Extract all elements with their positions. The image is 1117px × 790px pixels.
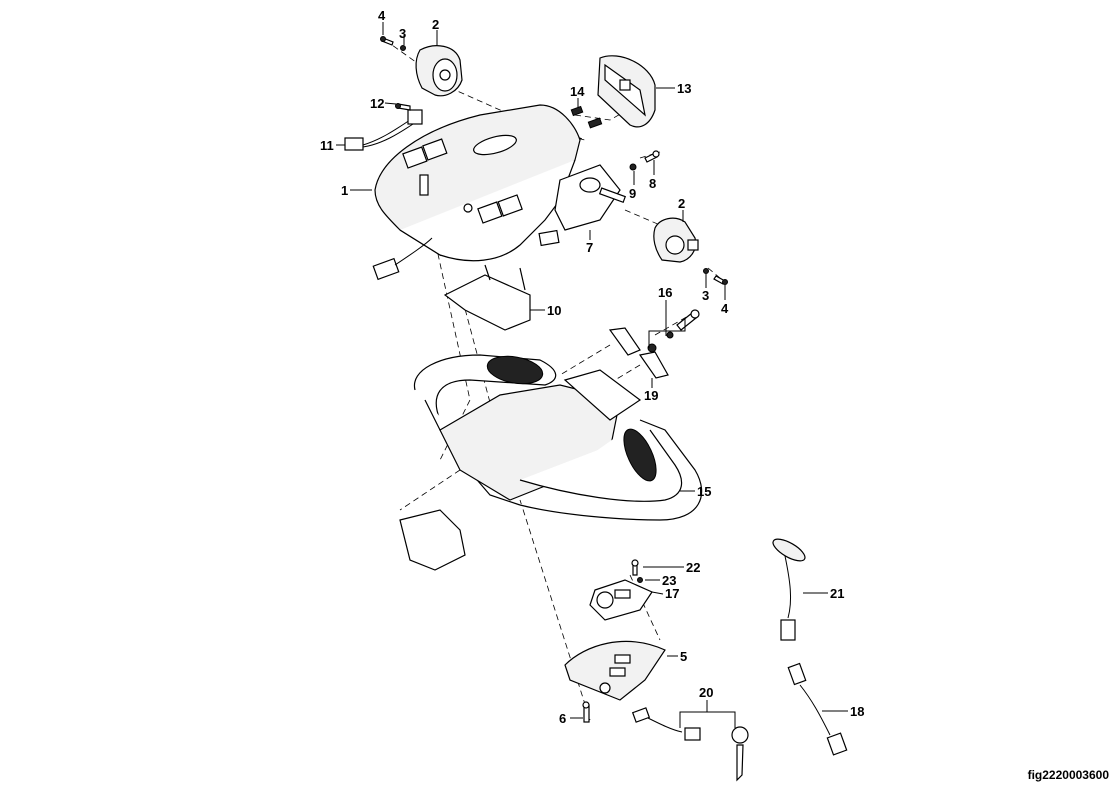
callout-6: 6 <box>559 711 566 726</box>
horn-button-cable[interactable] <box>770 535 808 641</box>
washer-left[interactable] <box>400 45 406 51</box>
callout-7: 7 <box>586 240 593 255</box>
callout-11: 11 <box>320 138 334 153</box>
bottom-cover[interactable] <box>564 640 666 701</box>
callout-4-right: 4 <box>721 301 729 316</box>
callout-15: 15 <box>697 484 711 499</box>
screw-right[interactable] <box>713 275 728 285</box>
springs[interactable] <box>570 105 603 129</box>
callout-2-left: 2 <box>432 17 439 32</box>
callout-12: 12 <box>370 96 384 111</box>
callout-1: 1 <box>341 183 348 198</box>
bracket-screw[interactable] <box>644 150 660 163</box>
handle-frame[interactable] <box>413 352 703 521</box>
callout-8: 8 <box>649 176 656 191</box>
key-switch-assembly[interactable] <box>631 707 749 782</box>
screw-left[interactable] <box>380 36 394 46</box>
switch-tray[interactable] <box>443 264 531 331</box>
callout-9: 9 <box>629 186 636 201</box>
callout-20: 20 <box>699 685 713 700</box>
washer-right[interactable] <box>703 268 709 274</box>
partial-view-cutout <box>399 509 466 571</box>
board-washer[interactable] <box>637 577 643 583</box>
callout-2-right: 2 <box>678 196 685 211</box>
callout-21: 21 <box>830 586 844 601</box>
switch-harness[interactable] <box>344 109 423 151</box>
jumper-cable[interactable] <box>787 662 848 756</box>
circuit-board[interactable] <box>589 579 653 621</box>
callout-17: 17 <box>665 586 679 601</box>
callout-16: 16 <box>658 285 672 300</box>
callout-18: 18 <box>850 704 864 719</box>
callout-3-right: 3 <box>702 288 709 303</box>
callout-3-left: 3 <box>399 26 406 41</box>
housing-harness-connector <box>372 237 433 281</box>
rotary-thumb-control-right[interactable] <box>653 217 699 263</box>
bracket-washer[interactable] <box>629 163 637 171</box>
pivot-bolt-kit[interactable] <box>647 309 700 353</box>
callout-13: 13 <box>677 81 691 96</box>
callout-23: 23 <box>662 573 676 588</box>
control-head-housing[interactable] <box>374 104 581 262</box>
belly-button[interactable] <box>597 55 656 128</box>
callout-4-left: 4 <box>378 8 386 23</box>
figure-id: fig2220003600 <box>1027 768 1109 782</box>
leader-lines <box>336 22 848 728</box>
potentiometer-bracket[interactable] <box>538 164 627 247</box>
callout-22: 22 <box>686 560 700 575</box>
callout-5: 5 <box>680 649 687 664</box>
callout-14: 14 <box>570 84 585 99</box>
switch-screw[interactable] <box>395 103 411 111</box>
gaskets[interactable] <box>608 327 669 379</box>
callout-19: 19 <box>644 388 658 403</box>
rotary-thumb-control-left[interactable] <box>415 45 463 97</box>
callout-10: 10 <box>547 303 561 318</box>
cover-screw[interactable] <box>582 701 590 723</box>
callout-labels: 4 3 2 12 11 1 14 13 9 8 7 2 3 4 10 16 19… <box>320 8 864 726</box>
board-screw[interactable] <box>631 559 639 576</box>
